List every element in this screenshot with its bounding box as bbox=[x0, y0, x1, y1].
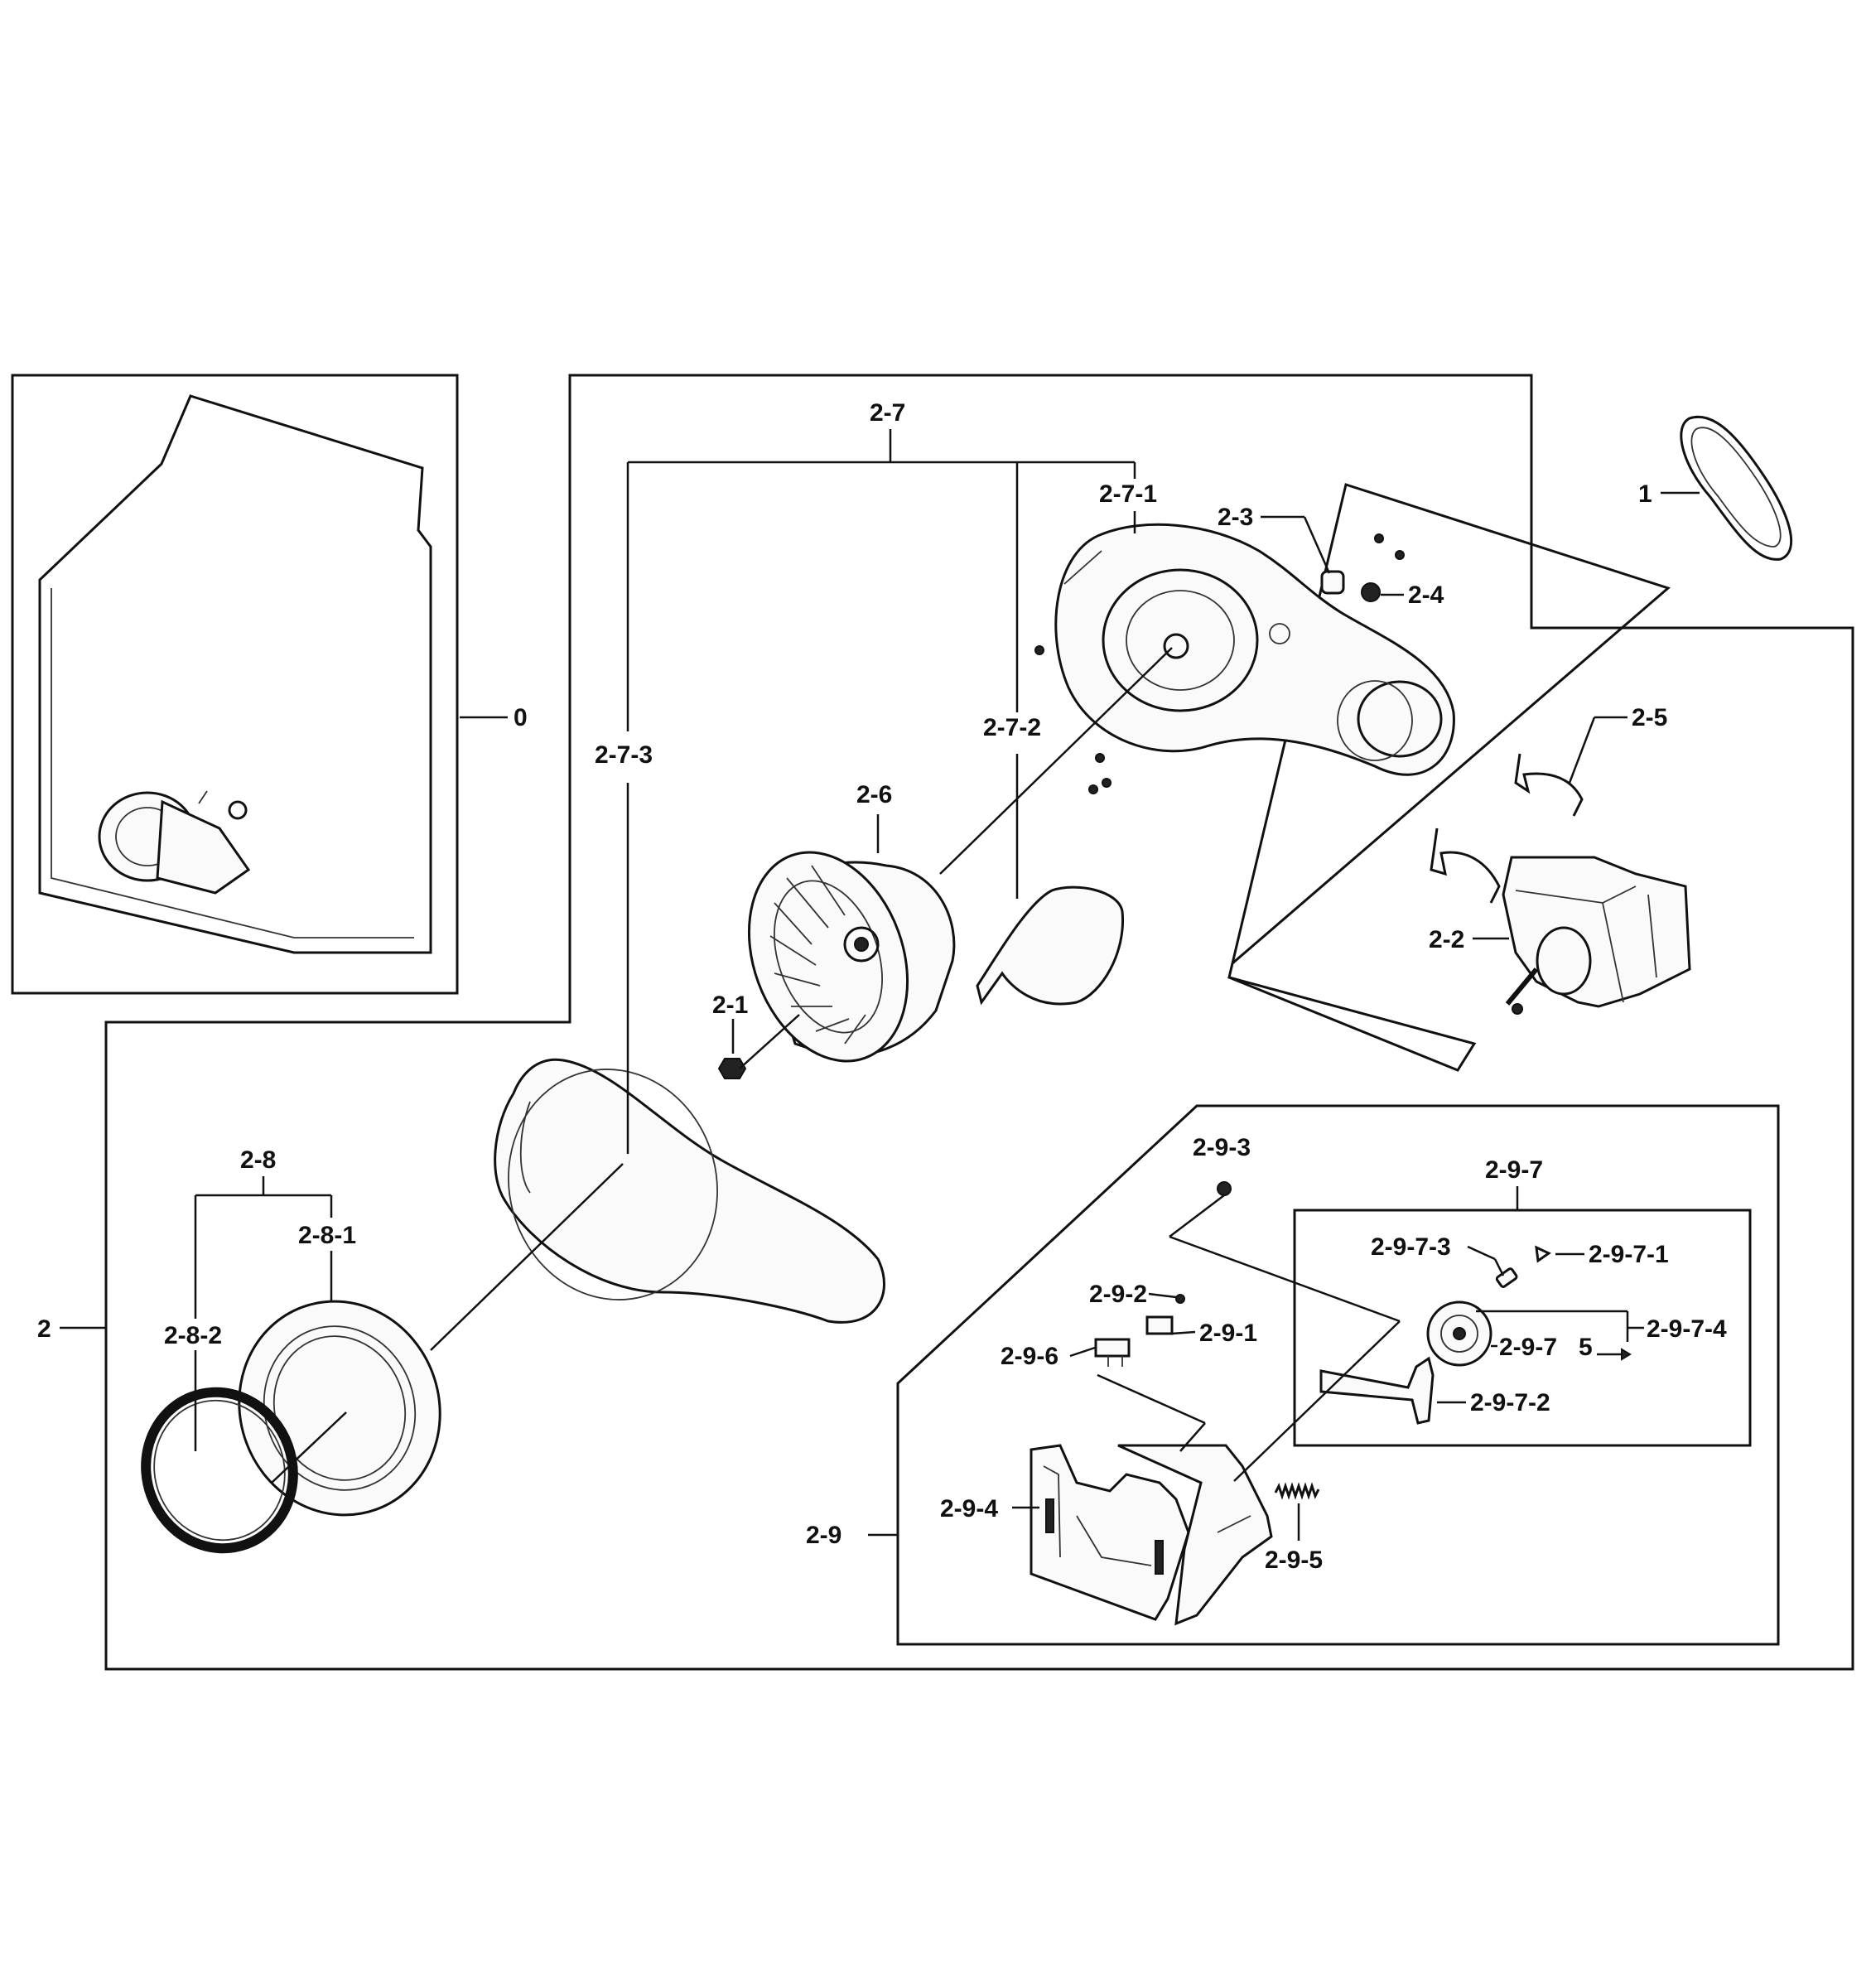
idler-spring bbox=[1274, 1482, 1320, 1500]
idler-group-box bbox=[896, 1104, 1780, 1646]
label-0: 0 bbox=[514, 704, 528, 731]
idler-bracket bbox=[1030, 1444, 1273, 1626]
drive-belt-inner bbox=[1690, 427, 1782, 548]
drive-belt bbox=[1680, 415, 1793, 561]
blower-wheel bbox=[747, 851, 956, 1063]
label-2-9-3: 2-9-3 bbox=[1193, 1134, 1251, 1161]
label-2-7-2: 2-7-2 bbox=[983, 714, 1041, 741]
duct-seal bbox=[976, 885, 1125, 1006]
motor-clips bbox=[1430, 753, 1584, 904]
label-2-9-7: 2-9-7 bbox=[1485, 1156, 1543, 1184]
fan-housing-rear bbox=[1054, 523, 1455, 776]
label-2-8-1: 2-8-1 bbox=[298, 1222, 356, 1249]
label-5: 5 bbox=[1579, 1334, 1593, 1361]
drive-motor bbox=[1502, 856, 1691, 1015]
label-2-8: 2-8 bbox=[240, 1146, 276, 1174]
label-2-5: 2-5 bbox=[1632, 704, 1667, 731]
label-2: 2 bbox=[37, 1315, 51, 1343]
cabinet-outline bbox=[38, 394, 432, 954]
label-2-9-5: 2-9-5 bbox=[1265, 1546, 1323, 1574]
label-2-7: 2-7 bbox=[870, 399, 905, 427]
fan-housing-front bbox=[494, 1058, 885, 1324]
idler-switch-parts bbox=[1094, 1294, 1185, 1367]
idler-pulley-subbox bbox=[1293, 1209, 1752, 1447]
housing-front-ring bbox=[238, 1300, 441, 1517]
label-2-2: 2-2 bbox=[1429, 926, 1464, 953]
label-2-9-4: 2-9-4 bbox=[940, 1495, 998, 1522]
label-2-4: 2-4 bbox=[1408, 581, 1444, 609]
motor-group-box bbox=[1227, 483, 1671, 1072]
callout-labels: 0 1 2 2-1 2-2 2-3 2-4 2-5 2-6 2-7 2-7-1 … bbox=[37, 399, 1727, 1574]
label-2-9-7-1: 2-9-7-1 bbox=[1589, 1241, 1669, 1268]
label-1: 1 bbox=[1638, 480, 1652, 508]
label-2-9-7-4: 2-9-7-4 bbox=[1647, 1315, 1727, 1343]
label-2-1: 2-1 bbox=[712, 992, 748, 1019]
label-2-9-7-arrow: 2-9-7 bbox=[1499, 1334, 1557, 1361]
label-2-9-7-3: 2-9-7-3 bbox=[1371, 1233, 1451, 1261]
idler-screw bbox=[1217, 1181, 1232, 1196]
label-2-9-6: 2-9-6 bbox=[1001, 1343, 1058, 1370]
label-2-9-1: 2-9-1 bbox=[1199, 1320, 1257, 1347]
label-2-7-3: 2-7-3 bbox=[595, 741, 653, 769]
label-2-9-2: 2-9-2 bbox=[1089, 1281, 1147, 1308]
idler-arm bbox=[1319, 1356, 1435, 1425]
idler-pulley bbox=[1426, 1245, 1552, 1367]
leader-lines bbox=[60, 429, 1700, 1541]
label-2-7-1: 2-7-1 bbox=[1099, 480, 1157, 508]
housing-screws bbox=[1034, 645, 1112, 794]
cabinet-reference-box bbox=[11, 374, 459, 995]
assembly-2-box bbox=[104, 374, 1854, 1671]
label-2-8-2: 2-8-2 bbox=[164, 1322, 222, 1349]
cabinet-blower-thumbnail bbox=[98, 790, 251, 895]
label-2-6: 2-6 bbox=[856, 781, 892, 808]
blower-nut bbox=[717, 1058, 747, 1079]
label-2-9: 2-9 bbox=[806, 1522, 841, 1549]
label-2-3: 2-3 bbox=[1218, 504, 1253, 531]
thermostat-fitting bbox=[1320, 533, 1405, 602]
label-2-9-7-2: 2-9-7-2 bbox=[1470, 1389, 1550, 1416]
